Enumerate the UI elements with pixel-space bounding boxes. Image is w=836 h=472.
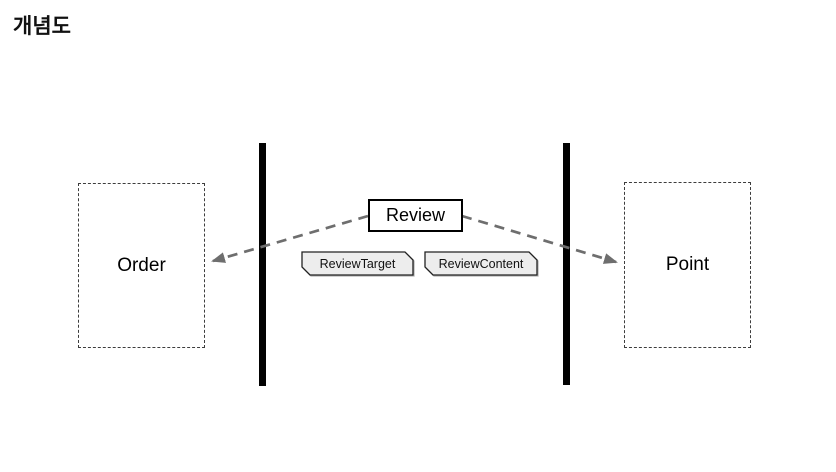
page-title: 개념도	[13, 15, 71, 38]
point-entity-box: Point	[624, 182, 751, 348]
reviewcontent-tag-label: ReviewContent	[438, 257, 524, 271]
review-box-label: Review	[385, 205, 446, 225]
right-boundary-bar	[563, 143, 570, 385]
order-entity-label: Order	[117, 254, 166, 276]
order-entity-box: Order	[78, 183, 205, 348]
reviewtarget-tag-label: ReviewTarget	[319, 257, 396, 271]
point-entity-label: Point	[665, 254, 710, 275]
review-box: Review	[368, 199, 463, 232]
left-boundary-bar	[259, 143, 266, 386]
